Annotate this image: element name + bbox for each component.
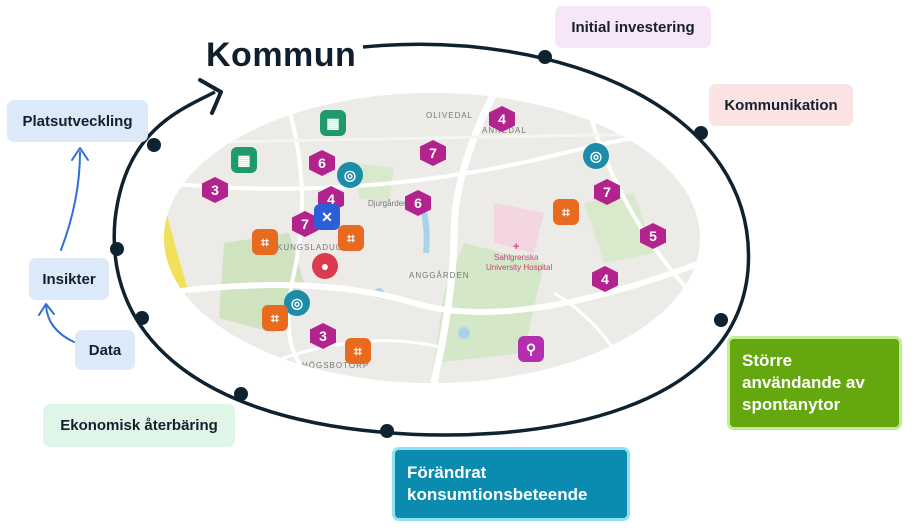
map-label-djurgarden: Djurgården [368, 199, 408, 208]
box-kommunikation: Kommunikation [709, 84, 853, 126]
box-initial-investering: Initial investering [555, 6, 711, 48]
padel-icon[interactable]: ✕ [314, 204, 340, 230]
marker-hex[interactable]: 6 [309, 150, 335, 176]
marker-hex[interactable]: 7 [420, 140, 446, 166]
basketball-hoop-icon[interactable]: ⌗ [338, 225, 364, 251]
city-map: OLIVEDAL ANNEDAL KUNGSLADUGÅRD ANGGÅRDEN… [164, 93, 700, 383]
page-title: Kommun [206, 36, 357, 74]
box-forandrat-line-2: konsumtionsbeteende [407, 485, 588, 504]
marker-hex[interactable]: 3 [310, 323, 336, 349]
map-label-hospital-2: University Hospital [486, 263, 553, 272]
basketball-hoop-icon[interactable]: ⌗ [553, 199, 579, 225]
ring-dot [380, 424, 394, 438]
box-storre-line-3: spontanytor [742, 395, 841, 414]
arrow-data-to-insikter [45, 305, 75, 343]
football-field-icon[interactable]: ▦ [231, 147, 257, 173]
volleyball-icon[interactable]: ◎ [284, 290, 310, 316]
box-insikter: Insikter [29, 258, 109, 300]
hospital-icon: + [513, 241, 520, 253]
map-label-hospital-1: Sahlgrenska [494, 253, 539, 262]
map-label-anggarden: ANGGÅRDEN [409, 271, 470, 280]
marker-hex[interactable]: 4 [489, 106, 515, 132]
tennis-racket-icon[interactable]: ⚲ [518, 336, 544, 362]
box-storre-line-2: användande av [742, 373, 865, 392]
box-forandrat-konsumtionsbeteende: Förändrat konsumtionsbeteende [392, 447, 630, 521]
ring-dot [234, 387, 248, 401]
basketball-hoop-icon[interactable]: ⌗ [345, 338, 371, 364]
box-forandrat-line-1: Förändrat [407, 463, 487, 482]
map-label-hogsbotorp: HÖGSBOTORP [302, 361, 370, 370]
box-data: Data [75, 330, 135, 370]
ring-dot [110, 242, 124, 256]
ring-dot [694, 126, 708, 140]
volleyball-icon[interactable]: ◎ [337, 162, 363, 188]
box-ekonomisk-aterbaring: Ekonomisk återbäring [43, 404, 235, 447]
marker-hex[interactable]: 4 [592, 266, 618, 292]
box-storre-anvandande: Större användande av spontanytor [727, 336, 902, 430]
map-label-olivedal: OLIVEDAL [426, 111, 474, 120]
ring-dot [135, 311, 149, 325]
marker-hex[interactable]: 6 [405, 190, 431, 216]
basketball-hoop-icon[interactable]: ⌗ [252, 229, 278, 255]
volleyball-icon[interactable]: ◎ [583, 143, 609, 169]
arrow-insikter-to-platsutveckling [60, 151, 81, 251]
cycle-arrowhead [198, 78, 223, 115]
basketball-hoop-icon[interactable]: ⌗ [262, 305, 288, 331]
ring-dot [147, 138, 161, 152]
ring-dot [538, 50, 552, 64]
marker-hex[interactable]: 7 [292, 211, 318, 237]
box-platsutveckling: Platsutveckling [7, 100, 148, 142]
ring-dot [714, 313, 728, 327]
box-storre-line-1: Större [742, 351, 793, 370]
map-label-kungsladugard: KUNGSLADUGÅRD [277, 243, 363, 252]
multisport-ball-icon[interactable]: ● [312, 253, 338, 279]
football-field-icon[interactable]: ▦ [320, 110, 346, 136]
cycle-ring [112, 42, 751, 437]
